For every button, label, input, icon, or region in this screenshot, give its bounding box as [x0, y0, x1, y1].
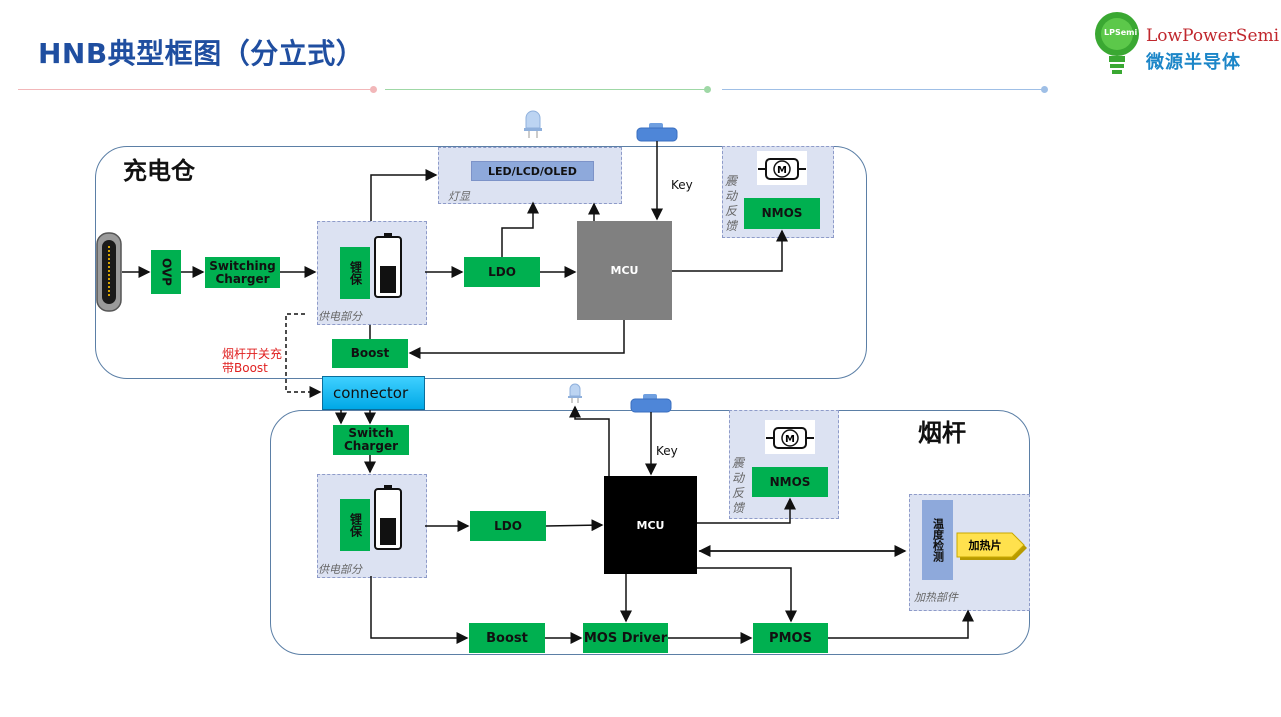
header-dot-green: [704, 86, 711, 93]
header-rule-green: [385, 89, 707, 90]
header-rule-red: [18, 89, 372, 90]
logo-name-en: LowPowerSemi: [1146, 26, 1280, 46]
case-display: LED/LCD/OLED: [471, 161, 594, 181]
stick-led-icon: [568, 383, 582, 403]
case-switching-charger-block: Switching Charger: [205, 257, 280, 288]
stick-nmos-block: NMOS: [752, 467, 828, 497]
stick-pmos-block: PMOS: [753, 623, 828, 653]
stick-motor-label: M: [785, 434, 795, 445]
case-power-section: [317, 221, 427, 325]
charging-case-title: 充电仓: [123, 157, 195, 185]
case-motor-label: M: [777, 165, 787, 176]
stick-ldo-block: LDO: [470, 511, 546, 541]
case-vibration-label: 震动反馈: [724, 174, 737, 233]
header-rule-blue: [722, 89, 1044, 90]
stick-temp-detect: 温度检测: [922, 500, 953, 580]
stick-mos-driver-block: MOS Driver: [583, 623, 668, 653]
page-title: HNB典型框图（分立式）: [38, 37, 365, 70]
case-battery-icon: [374, 233, 402, 298]
case-battery-protect-block: 锂保: [340, 247, 370, 299]
logo-badge: LPSemi: [1104, 28, 1138, 37]
heater-shape: [956, 532, 1027, 560]
lpsemi-logo: [1095, 12, 1139, 74]
case-display-section-label: 灯显: [448, 190, 470, 203]
stick-boost-block: Boost: [469, 623, 545, 653]
case-nmos-block: NMOS: [744, 198, 820, 229]
heater-label: 加热片: [968, 538, 1002, 552]
case-key-label: Key: [671, 178, 693, 192]
stick-heating-section-label: 加热部件: [914, 591, 958, 604]
usb-c-port-icon: [96, 232, 122, 312]
stick-key-icon[interactable]: [630, 394, 672, 413]
stick-motor-icon: [765, 420, 815, 454]
case-ldo-block: LDO: [464, 257, 540, 287]
case-led-icon: [524, 110, 542, 138]
stick-key-label: Key: [656, 444, 678, 458]
stick-vibration-label: 震动反馈: [731, 456, 744, 515]
stick-power-section: [317, 474, 427, 578]
stick-mcu: MCU: [604, 476, 697, 574]
logo-name-cn: 微源半导体: [1146, 52, 1241, 73]
stick-wires: [335, 405, 974, 644]
connector-block: connector: [322, 376, 425, 410]
stick-battery-protect-block: 锂保: [340, 499, 370, 551]
case-motor-icon: [757, 151, 807, 185]
stick-power-section-label: 供电部分: [318, 563, 362, 576]
stick-switch-charger-block: Switch Charger: [333, 425, 409, 455]
stick-battery-icon: [374, 485, 402, 550]
header-dot-red: [370, 86, 377, 93]
header-dot-blue: [1041, 86, 1048, 93]
case-key-icon[interactable]: [636, 123, 678, 142]
stick-title: 烟杆: [918, 419, 966, 447]
case-boost-block: Boost: [332, 339, 408, 368]
case-wires: [122, 141, 788, 398]
case-power-section-label: 供电部分: [318, 310, 362, 323]
boost-note: 烟杆开关充带Boost: [222, 347, 283, 375]
case-ovp-block: OVP: [151, 250, 181, 294]
case-mcu: MCU: [577, 221, 672, 320]
